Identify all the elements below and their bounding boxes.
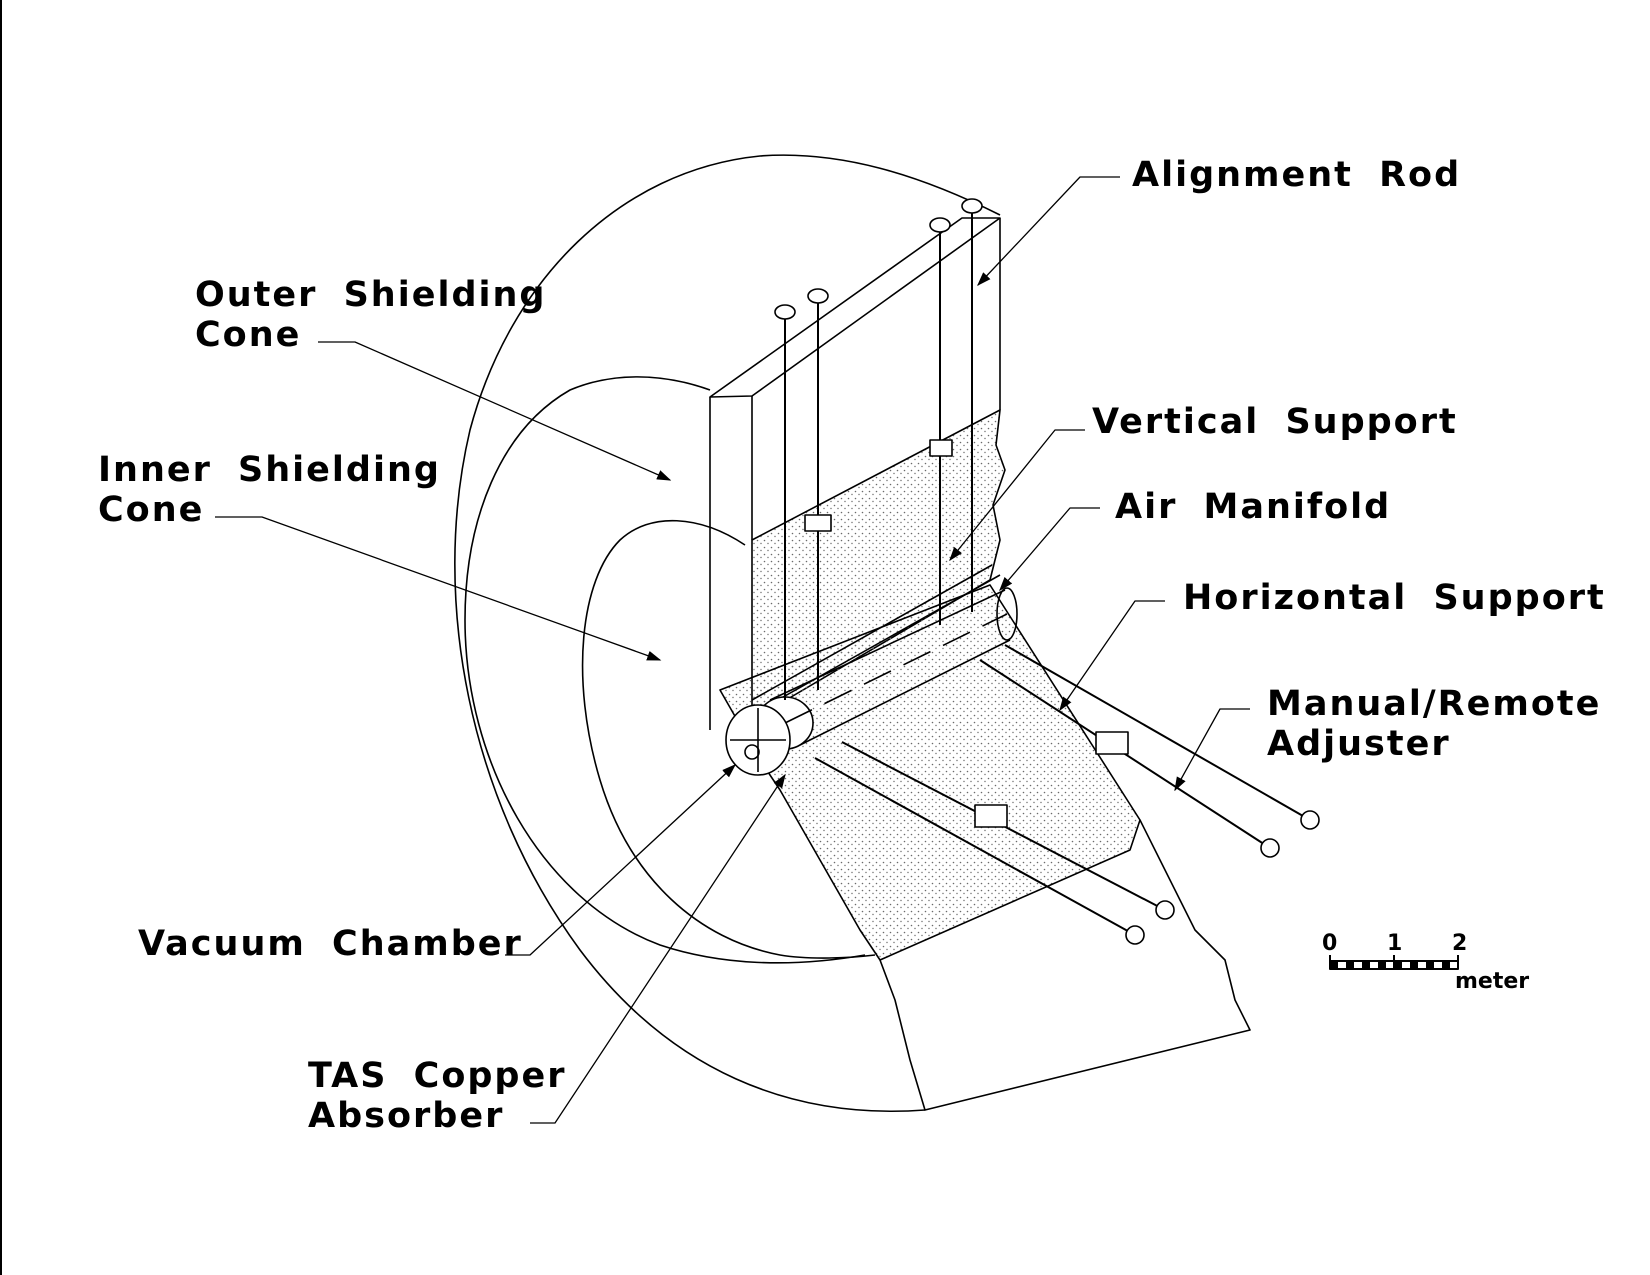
scale-tick-2: 2 [1452,931,1468,956]
horizontal-adjuster-block-2 [1095,731,1129,755]
label-horizontal-support: Horizontal Support [1183,578,1606,618]
label-tas-copper-absorber-line2: Absorber [308,1096,505,1136]
vertical-support-plate [751,564,1001,711]
scale-tick-1: 1 [1387,931,1403,956]
vertical-adjuster-block-1 [804,514,832,532]
scale-tick-0: 0 [1322,931,1338,956]
label-air-manifold: Air Manifold [1115,487,1392,527]
label-inner-shielding-cone-line2: Cone [98,490,205,530]
tas-front-flange [725,704,791,776]
label-outer-shielding-cone-line1: Outer Shielding [195,275,547,315]
horizontal-adjuster-block-1 [974,804,1008,828]
label-vertical-support: Vertical Support [1092,402,1458,442]
label-manual-remote-adjuster-line1: Manual/Remote [1267,684,1602,724]
label-vacuum-chamber: Vacuum Chamber [138,924,523,964]
inner-cone-bore [581,519,876,959]
outer-shielding-cone [454,154,1001,1113]
horizontal-adjuster-knobs [1125,810,1320,945]
break-line [879,819,1251,1111]
scale-bar [1329,955,1459,970]
cutaway-front-face [709,218,1001,730]
label-outer-shielding-cone-line2: Cone [195,315,302,355]
label-manual-remote-adjuster-line2: Adjuster [1267,724,1451,764]
vertical-adjuster-block-2 [929,439,953,457]
label-tas-copper-absorber-line1: TAS Copper [308,1056,567,1096]
alignment-rods [784,206,973,700]
cutaway-top-face [709,217,1001,398]
alignment-rod-heads [774,198,983,320]
label-alignment-rod: Alignment Rod [1132,155,1462,195]
leader-lines [215,176,1250,1124]
inner-shielding-cone [464,376,866,964]
label-inner-shielding-cone-line1: Inner Shielding [98,450,441,490]
scale-unit: meter [1455,969,1530,994]
